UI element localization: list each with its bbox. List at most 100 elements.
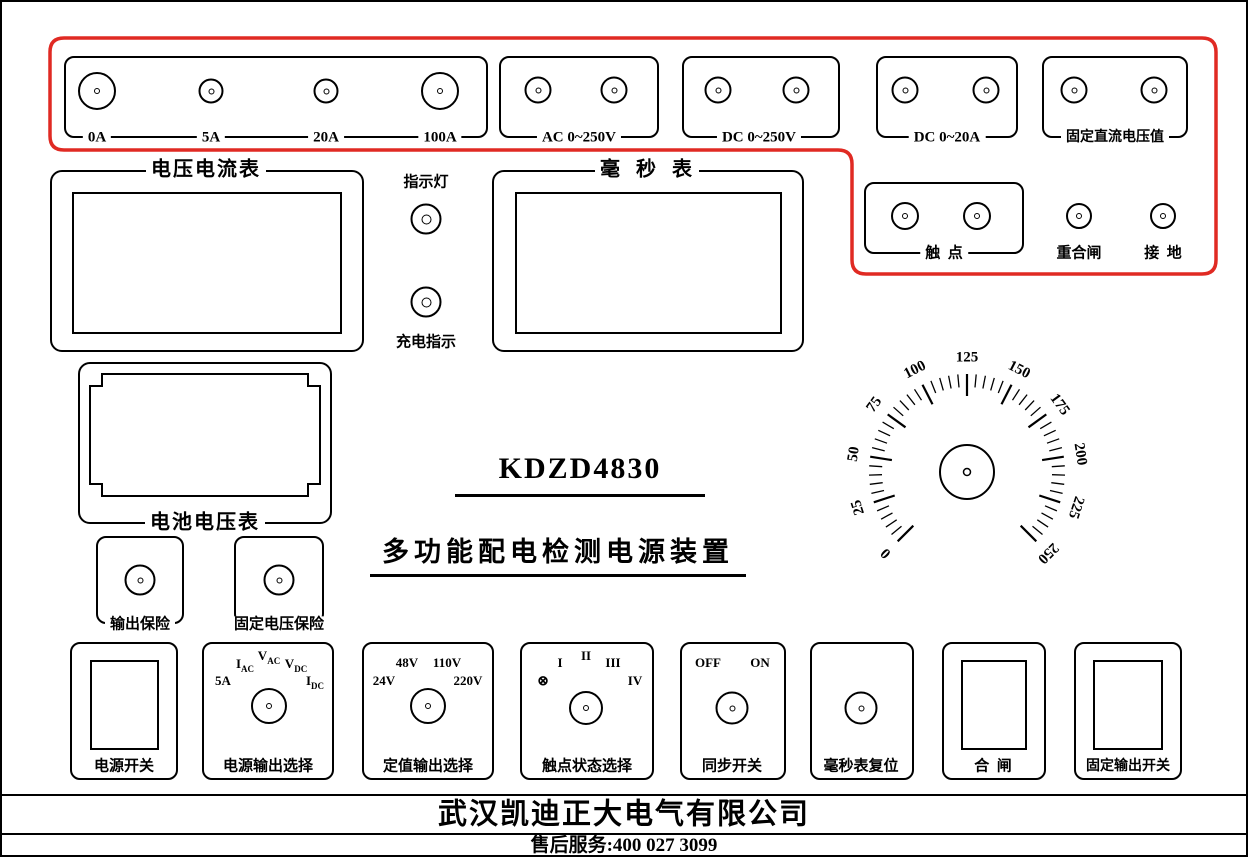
fixed-select-group <box>362 642 494 780</box>
svg-text:250: 250 <box>1034 539 1061 566</box>
terminal-center <box>793 87 799 93</box>
millisecond-meter-title: 毫 秒 表 <box>595 158 699 182</box>
svg-text:175: 175 <box>1047 391 1073 419</box>
terminal-dc-voltage-2[interactable] <box>782 76 810 104</box>
terminal-fixed-dc-1[interactable] <box>1060 76 1088 104</box>
rotary-pos-off: OFF <box>695 655 721 670</box>
terminal-fixed-dc-2[interactable] <box>1140 76 1168 104</box>
close-switch[interactable] <box>961 660 1027 750</box>
ms-reset-group <box>810 642 914 780</box>
rotary-pos-iac: IAC <box>235 656 255 674</box>
company-name: 武汉凯迪正大电气有限公司 <box>432 798 816 832</box>
fixed-dc-label: 固定直流电压值 <box>1061 129 1169 147</box>
millisecond-meter-display <box>515 192 782 334</box>
sync-switch-knob[interactable] <box>715 691 749 725</box>
charge-indicator-label: 充电指示 <box>390 334 462 352</box>
output-select-group <box>202 642 334 780</box>
output-fuse-cap[interactable] <box>124 564 156 596</box>
terminal-dc-current-1[interactable] <box>891 76 919 104</box>
fixed-select-label: 定值输出选择 <box>377 758 479 776</box>
fuse-center <box>137 577 143 583</box>
rotary-pos-idc: IDC <box>305 673 325 691</box>
battery-meter-bezel <box>78 362 332 524</box>
terminal-0a[interactable] <box>78 72 116 110</box>
current-terminal-group <box>64 56 488 138</box>
terminal-ac-voltage-1[interactable] <box>524 76 552 104</box>
fixed-select-knob[interactable] <box>410 688 446 724</box>
terminal-label-20a: 20A <box>308 129 344 147</box>
indicator-lamp-label: 指示灯 <box>398 174 454 192</box>
dc-current-label: DC 0~20A <box>908 129 986 147</box>
terminal-center <box>437 88 443 94</box>
ms-reset-label: 毫秒表复位 <box>818 758 904 776</box>
contact-label: 触 点 <box>920 245 968 263</box>
fixed-voltage-fuse-label: 固定电压保险 <box>228 616 330 634</box>
lamp-lens <box>421 297 431 307</box>
rotary-pos-1: I <box>557 655 563 670</box>
rotary-pos-110v: 110V <box>432 655 462 670</box>
rotary-pos-220v: 220V <box>453 673 483 688</box>
svg-text:0: 0 <box>878 545 895 562</box>
voltammeter-display <box>72 192 342 334</box>
service-phone: 售后服务:400 027 3099 <box>525 835 723 855</box>
terminal-20a[interactable] <box>313 78 339 104</box>
rotary-pos-2: II <box>580 648 592 663</box>
terminal-center <box>983 87 989 93</box>
terminal-ground[interactable] <box>1150 203 1176 229</box>
knob-center <box>266 703 272 709</box>
terminal-center <box>1151 87 1157 93</box>
terminal-center <box>94 88 100 94</box>
rotary-pos-48v: 48V <box>395 655 419 670</box>
rotary-pos-4: IV <box>627 673 643 688</box>
terminal-contact-2[interactable] <box>963 202 991 230</box>
terminal-label-5a: 5A <box>196 129 226 147</box>
device-name-title: 多功能配电检测电源装置 <box>370 530 746 577</box>
terminal-center <box>1071 87 1077 93</box>
terminal-center <box>208 88 214 94</box>
knob-center <box>583 705 589 711</box>
fixed-output-switch[interactable] <box>1093 660 1163 750</box>
terminal-dc-voltage-1[interactable] <box>704 76 732 104</box>
terminal-contact-1[interactable] <box>891 202 919 230</box>
power-switch[interactable] <box>90 660 159 750</box>
charge-indicator-lamp <box>410 286 442 318</box>
battery-meter-title: 电池电压表 <box>145 511 265 535</box>
svg-text:225: 225 <box>1065 494 1087 520</box>
terminal-reclose[interactable] <box>1066 203 1092 229</box>
ms-reset-knob[interactable] <box>844 691 878 725</box>
sync-switch-label: 同步开关 <box>696 758 768 776</box>
rotary-pos-3: III <box>605 655 621 670</box>
power-switch-group <box>70 642 178 780</box>
output-select-knob[interactable] <box>251 688 287 724</box>
voltammeter-title: 电压电流表 <box>146 158 266 182</box>
knob-center <box>425 703 431 709</box>
dial-knob[interactable] <box>939 444 995 500</box>
svg-text:200: 200 <box>1070 442 1089 467</box>
model-title: KDZD4830 <box>455 452 705 497</box>
fixed-voltage-fuse-cap[interactable] <box>263 564 295 596</box>
rotary-pos-vac: VAC <box>257 648 281 666</box>
indicator-lamp <box>410 203 442 235</box>
terminal-center <box>1160 213 1166 219</box>
contact-select-group <box>520 642 654 780</box>
sync-switch-group <box>680 642 786 780</box>
fixed-output-switch-group <box>1074 642 1182 780</box>
power-switch-label: 电源开关 <box>88 758 160 776</box>
terminal-dc-current-2[interactable] <box>972 76 1000 104</box>
knob-center <box>729 705 735 711</box>
terminal-100a[interactable] <box>421 72 459 110</box>
contact-select-knob[interactable] <box>569 691 603 725</box>
terminal-center <box>323 88 329 94</box>
fuse-center <box>276 577 282 583</box>
terminal-center <box>715 87 721 93</box>
terminal-5a[interactable] <box>198 78 224 104</box>
terminal-ac-voltage-2[interactable] <box>600 76 628 104</box>
svg-text:50: 50 <box>845 445 863 462</box>
terminal-center <box>535 87 541 93</box>
svg-text:75: 75 <box>863 394 885 416</box>
terminal-center <box>611 87 617 93</box>
contact-terminal-group <box>864 182 1024 254</box>
rotary-pos-vdc: VDC <box>284 656 308 674</box>
